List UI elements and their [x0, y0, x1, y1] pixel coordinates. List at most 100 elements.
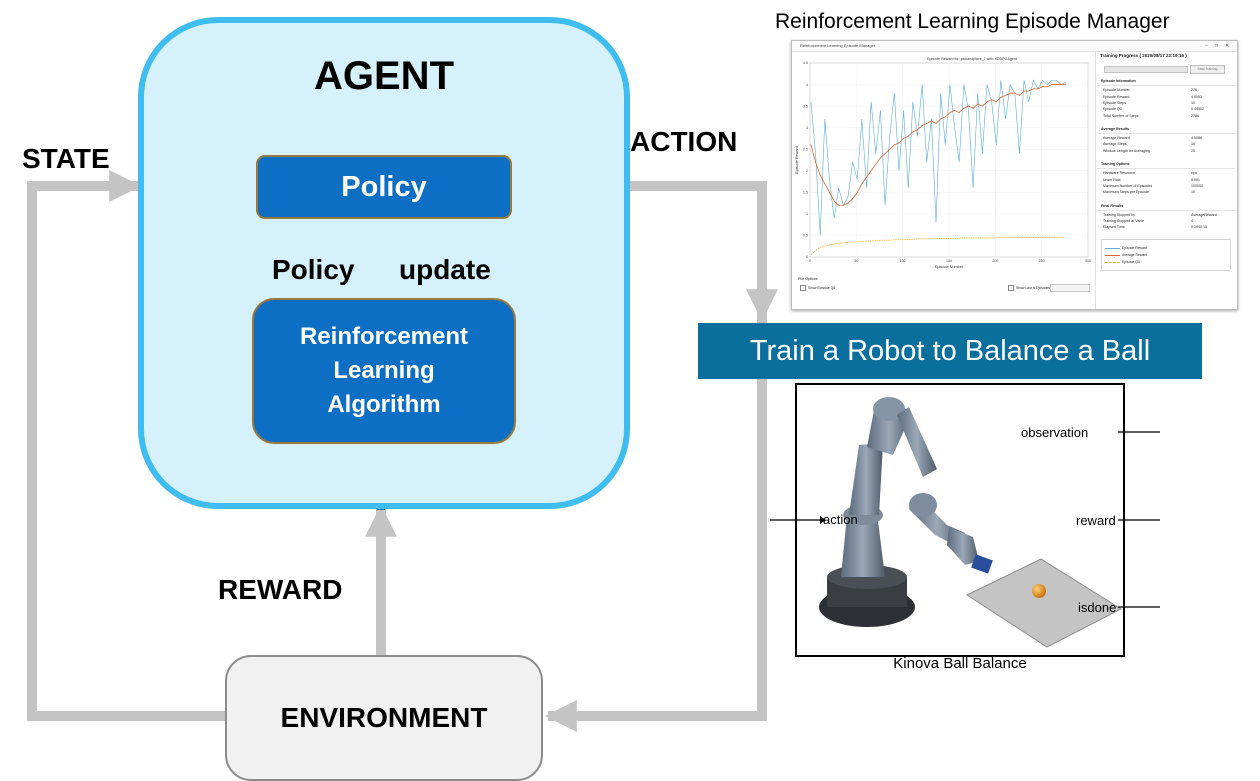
info-section-title: Final Results [1097, 202, 1235, 211]
series-point [898, 142, 900, 144]
show-last-n-checkbox[interactable]: Show Last N Episodes [1008, 285, 1050, 291]
y-tick-label: 3.5 [803, 104, 808, 108]
maximize-icon[interactable]: □ [1215, 43, 1219, 49]
info-value: 276 [1191, 88, 1197, 93]
info-section-title: Episode Information [1097, 77, 1235, 86]
x-tick-label: 200 [992, 259, 998, 263]
legend-entry: Episode Q0 [1122, 259, 1140, 264]
series-point [926, 122, 928, 124]
series-point [1000, 96, 1002, 98]
series-point [963, 107, 965, 109]
train-robot-banner: Train a Robot to Balance a Ball [698, 323, 1202, 379]
stop-training-button[interactable]: Stop Training [1190, 65, 1225, 74]
series-point [1018, 94, 1020, 96]
info-key: Episode Steps [1103, 100, 1127, 105]
series-point [995, 101, 997, 103]
minimize-icon[interactable]: – [1205, 43, 1208, 49]
policy-update-label-left: Policy [272, 254, 355, 285]
info-value: 10 [1191, 142, 1195, 147]
info-key: Hardware Resource [1103, 171, 1135, 176]
show-q0-checkbox[interactable]: Show Episode Q0 [800, 285, 835, 291]
x-tick-label: 150 [946, 259, 952, 263]
last-n-input[interactable] [1050, 284, 1090, 292]
rl-algorithm-line-1: Reinforcement [299, 323, 469, 350]
info-value: AverageReward [1191, 212, 1217, 217]
info-key: Training Stopped at Value [1103, 219, 1145, 224]
series-point [1042, 86, 1044, 88]
y-tick-label: 0.5 [803, 234, 808, 238]
info-key: Learn Rate [1103, 177, 1121, 182]
legend-swatch [1105, 254, 1120, 256]
series-point [847, 202, 849, 204]
legend-entry: Episode Reward [1122, 245, 1147, 250]
series-point [944, 116, 946, 118]
y-tick-label: 4 [806, 83, 808, 87]
series-point [954, 109, 956, 111]
agent-title: AGENT [314, 54, 454, 98]
series-point [903, 137, 905, 139]
simulink-block [795, 383, 1125, 657]
series-point [870, 170, 872, 172]
environment-block: ENVIRONMENT [225, 655, 543, 781]
banner-text: Train a Robot to Balance a Ball [749, 334, 1151, 367]
robot-illustration [819, 397, 1123, 648]
series-point [935, 122, 937, 124]
series-point [977, 103, 979, 105]
info-key: Maximum Steps per Episode [1103, 190, 1149, 195]
close-icon[interactable]: ✕ [1225, 43, 1230, 49]
y-tick-label: 1.5 [803, 191, 808, 195]
info-value: 10 [1191, 190, 1195, 195]
info-key: Window Length for Averaging [1103, 148, 1150, 153]
series-point [1065, 83, 1067, 85]
series-point [810, 144, 812, 146]
y-tick-label: 1 [806, 212, 808, 216]
rl-algorithm-line-2: Learning [333, 357, 435, 384]
info-key: Average Reward [1103, 136, 1130, 141]
simulink-caption: Kinova Ball Balance [893, 655, 1027, 672]
info-key: Episode Reward [1103, 94, 1130, 99]
port-lines [770, 431, 1160, 608]
series-point [875, 163, 877, 165]
rl-algorithm-block: Reinforcement Learning Algorithm [252, 298, 516, 444]
series-point [1037, 88, 1039, 90]
chart-title: Episode Reward for: pickandplace_7 with:… [927, 57, 1017, 61]
robot-lower-arm [841, 513, 885, 577]
series-point [1055, 84, 1057, 86]
port-isdone: isdone [1078, 600, 1117, 615]
series-point [1051, 84, 1053, 86]
series-point [991, 99, 993, 101]
series-point [912, 131, 914, 133]
info-value: 20 [1191, 148, 1195, 153]
legend-swatch [1105, 247, 1120, 249]
episode-manager-window: Reinforcement Learning Episode Manager –… [791, 40, 1238, 310]
series-point [893, 144, 895, 146]
series-point [879, 157, 881, 159]
series-point [833, 200, 835, 202]
x-tick-label: 100 [900, 259, 906, 263]
y-tick-label: 2.5 [803, 147, 808, 151]
info-key: Training Stopped by [1103, 212, 1136, 217]
series-point [981, 105, 983, 107]
series-line [810, 83, 1066, 206]
ball [1032, 584, 1046, 598]
plot-options-label: Plot Options [798, 277, 818, 281]
y-tick-label: 0 [806, 255, 808, 259]
series-point [861, 183, 863, 185]
window-title: Reinforcement Learning Episode Manager [800, 43, 876, 48]
x-tick-label: 300 [1085, 259, 1091, 263]
series-point [842, 204, 844, 206]
action-to-environment-arrow [544, 181, 767, 733]
series-point [815, 161, 817, 163]
info-value: cpu [1191, 171, 1197, 176]
series-point [972, 107, 974, 109]
series-line [810, 79, 1066, 236]
